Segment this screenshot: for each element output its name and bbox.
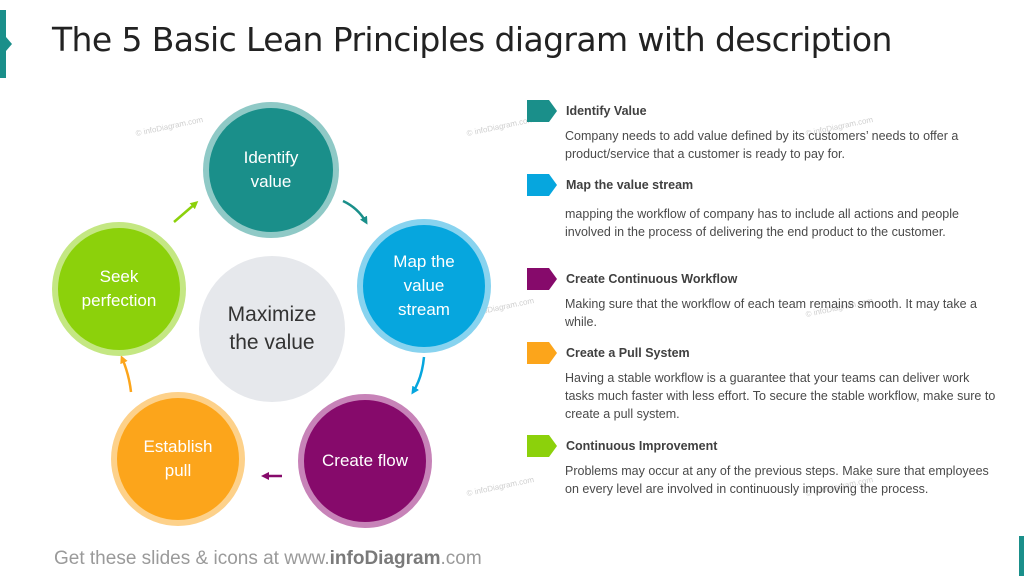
- tag-arrow-icon: [527, 342, 557, 364]
- footer-credit: Get these slides & icons at www.infoDiag…: [54, 548, 482, 570]
- description-heading: Create a Pull System: [566, 346, 690, 360]
- corner-accent-bar: [1019, 536, 1024, 576]
- node-label: Create flow: [322, 451, 408, 470]
- node-identify-value: Identify value: [203, 102, 339, 238]
- node-label: Seek perfection: [81, 267, 157, 310]
- node-establish-pull: Establish pull: [111, 392, 245, 526]
- node-seek-perfection: Seek perfection: [52, 222, 186, 356]
- description-heading: Identify Value: [566, 104, 647, 118]
- title-accent-bar: [0, 10, 12, 78]
- tag-arrow-icon: [527, 100, 557, 122]
- description-text: Having a stable workflow is a guarantee …: [565, 371, 996, 421]
- description-heading: Create Continuous Workflow: [566, 272, 738, 286]
- footer-prefix: Get these slides & icons at www.: [54, 548, 330, 569]
- node-map-value-stream: Map the value stream: [357, 219, 491, 353]
- arrow-pull-to-seek: [120, 355, 133, 393]
- cycle-arrows: [120, 199, 426, 480]
- description-map-value-stream: Map the value stream mapping the workflo…: [527, 174, 997, 241]
- description-heading: Continuous Improvement: [566, 439, 718, 453]
- slide-title: The 5 Basic Lean Principles diagram with…: [52, 20, 892, 59]
- arrow-identify-to-map: [342, 199, 368, 225]
- description-text: Company needs to add value defined by it…: [565, 129, 959, 161]
- arrow-seek-to-identify: [173, 201, 199, 223]
- node-label: Establish pull: [143, 437, 213, 480]
- description-text: mapping the workflow of company has to i…: [565, 207, 959, 239]
- tag-arrow-icon: [527, 174, 557, 196]
- description-text: Problems may occur at any of the previou…: [565, 464, 989, 496]
- description-identify-value: Identify Value Company needs to add valu…: [527, 100, 997, 163]
- description-pull-system: Create a Pull System Having a stable wor…: [527, 342, 997, 423]
- center-maximize-value: Maximize the value: [199, 256, 345, 402]
- footer-suffix: .com: [440, 548, 482, 569]
- node-label: Map the value stream: [393, 252, 455, 319]
- description-continuous-improvement: Continuous Improvement Problems may occu…: [527, 435, 997, 498]
- tag-arrow-icon: [527, 268, 557, 290]
- description-heading: Map the value stream: [566, 178, 694, 192]
- node-create-flow: Create flow: [298, 394, 432, 528]
- center-label: Maximize the value: [227, 303, 317, 354]
- tag-arrow-icon: [527, 435, 557, 457]
- description-text: Making sure that the workflow of each te…: [565, 297, 977, 329]
- node-label: Identify value: [243, 148, 299, 191]
- arrow-map-to-flow: [411, 356, 426, 395]
- footer-brand: infoDiagram: [329, 548, 441, 569]
- description-continuous-workflow: Create Continuous Workflow Making sure t…: [527, 268, 997, 331]
